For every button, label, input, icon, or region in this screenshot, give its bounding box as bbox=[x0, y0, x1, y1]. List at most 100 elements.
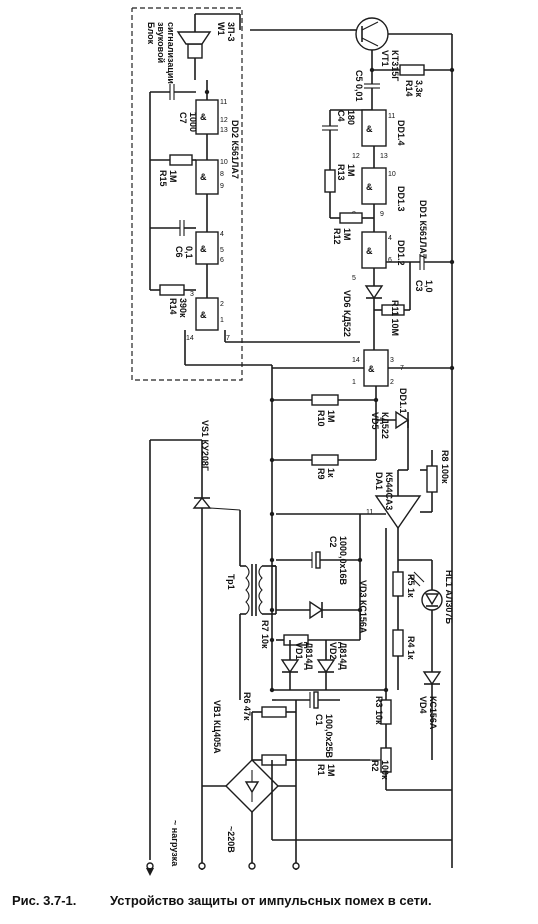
dd1-3-gate: & 10 8 9 DD1.3 bbox=[352, 167, 406, 218]
c1-label: C1 bbox=[314, 714, 324, 726]
capacitor-c2: C2 1000,0х16В bbox=[276, 536, 360, 586]
c6-label: C6 bbox=[174, 246, 184, 258]
gate-symbol: & bbox=[200, 112, 207, 122]
figure-number: Рис. 3.7-1. bbox=[12, 893, 77, 908]
resistor-r5: R5 1к bbox=[392, 560, 416, 630]
resistor-r6: R6 47к bbox=[242, 692, 296, 721]
vd5-label: VD5 bbox=[370, 412, 380, 430]
r14-left-label: R14 bbox=[168, 298, 178, 315]
block-label-line-2: звуковой bbox=[156, 22, 166, 63]
vd2-label: VD2 bbox=[328, 642, 338, 660]
c6-value: 0,1 bbox=[184, 246, 194, 259]
pin-label: 5 bbox=[352, 275, 356, 282]
capacitor-c6: C6 0,1 bbox=[150, 220, 196, 259]
capacitor-c7: C7 1000 bbox=[150, 84, 198, 132]
r4-label: R4 1к bbox=[406, 636, 416, 660]
r1-label: R1 bbox=[316, 764, 326, 776]
r10-label: R10 bbox=[316, 410, 326, 427]
vd5-type: КД522 bbox=[380, 412, 390, 439]
resistor-r9: R9 1к bbox=[272, 454, 376, 480]
dd1-3-label: DD1.3 bbox=[396, 186, 406, 212]
r8-label: R8 100к bbox=[440, 450, 450, 484]
vd6-label: VD6 КД522 bbox=[342, 290, 352, 337]
r10-value: 1М bbox=[326, 410, 336, 423]
c4-label: C4 bbox=[336, 110, 346, 122]
c1-value: 100,0х25В bbox=[324, 714, 334, 759]
figure-caption: Рис. 3.7-1. Устройство защиты от импульс… bbox=[12, 893, 532, 915]
pin-label: 9 bbox=[380, 211, 384, 218]
capacitor-c4: C4 180 bbox=[322, 110, 356, 160]
potentiometer-r2: R2 100к bbox=[370, 747, 392, 790]
gate-symbol: & bbox=[366, 182, 373, 192]
gate-symbol: & bbox=[368, 364, 375, 374]
dd2-gate-middle: & 10 8 9 bbox=[195, 159, 228, 195]
r12-label: R12 bbox=[332, 228, 342, 245]
resistor-r13: R13 1М bbox=[324, 160, 356, 218]
resistor-r14-top: R14 3,3к bbox=[372, 64, 452, 98]
vt1-type: КТ315Г bbox=[390, 50, 400, 81]
r2-label: R2 bbox=[370, 760, 380, 772]
r7-label: R7 10к bbox=[260, 620, 270, 649]
resistor-r14-left: R14 390к bbox=[150, 284, 196, 318]
r11-label: R11 10М bbox=[390, 300, 400, 336]
dd1-2-gate: & 4 6 5 DD1.2 bbox=[352, 231, 406, 282]
sound-alarm-block: Блок звуковой сигнализации bbox=[131, 7, 243, 381]
c2-label: C2 bbox=[328, 536, 338, 548]
c7-label: C7 bbox=[178, 112, 188, 124]
pin-label: 11 bbox=[388, 113, 395, 120]
dd2-gate-lower-1: & 4 5 6 bbox=[195, 231, 224, 265]
pin-label: 1 bbox=[352, 379, 356, 386]
dd2-gate-lower-2: & 3 2 1 14 7 bbox=[186, 291, 230, 342]
zener-vd1: VD1 Д814Д bbox=[280, 640, 314, 690]
pin-label: 8 bbox=[220, 171, 224, 178]
c2-value: 1000,0х16В bbox=[338, 536, 348, 586]
pin-label: 2 bbox=[220, 301, 224, 308]
r2-value: 100к bbox=[380, 760, 390, 780]
resistor-r4: R4 1к bbox=[392, 629, 416, 690]
pin-label: 14 bbox=[352, 357, 360, 364]
pin-label: 7 bbox=[226, 335, 230, 342]
r14-left-value: 390к bbox=[178, 298, 188, 318]
terminals: ~ нагрузка ~220В bbox=[146, 820, 300, 876]
resistor-r8: R8 100к bbox=[420, 450, 450, 513]
da1-label: DA1 bbox=[374, 472, 384, 490]
gate-symbol: & bbox=[366, 246, 373, 256]
pin-label: 12 bbox=[352, 153, 360, 160]
dd1-2-label: DD1.2 bbox=[396, 240, 406, 266]
vb1-label: VB1 КЦ405А bbox=[212, 700, 222, 754]
w1-label: W1 bbox=[216, 22, 226, 36]
pin-label: 5 bbox=[220, 247, 224, 254]
resistor-r10: R10 1М bbox=[311, 386, 377, 460]
c4-value: 180 bbox=[346, 110, 356, 125]
circuit-schematic: Блок звуковой сигнализации W1 3П-3 C7 10… bbox=[131, 7, 455, 876]
comparator-da1: 11 DA1 К544СА3 bbox=[276, 469, 422, 690]
r15-label: R15 bbox=[158, 170, 168, 187]
transformer-tp1: Тр1 bbox=[226, 564, 276, 616]
r15-value: 1М bbox=[168, 170, 178, 183]
block-label-line-1: Блок bbox=[146, 22, 156, 45]
diode-vd6: VD6 КД522 bbox=[342, 268, 384, 350]
tp1-label: Тр1 bbox=[226, 574, 236, 590]
pin-label: 13 bbox=[220, 127, 228, 134]
transistor-vt1: VT1 КТ315Г bbox=[350, 17, 452, 81]
hl1-label: HL1 АЛ307Б bbox=[444, 570, 454, 624]
led-hl1: HL1 АЛ307Б bbox=[409, 560, 454, 650]
r9-label: R9 bbox=[316, 468, 326, 480]
r3-label: R3 10к bbox=[374, 696, 384, 725]
pin-label: 13 bbox=[380, 153, 388, 160]
pin-label: 9 bbox=[220, 183, 224, 190]
vd2-type: Д814Д bbox=[338, 642, 348, 670]
resistor-r3: R3 10к bbox=[374, 690, 392, 748]
gate-symbol: & bbox=[200, 244, 207, 254]
c3-value: 1,0 bbox=[424, 280, 434, 293]
c3-label: C3 bbox=[414, 280, 424, 292]
zener-vd4: VD4 КС156А bbox=[418, 650, 442, 760]
pin-label: 4 bbox=[388, 235, 392, 242]
r6-label: R6 47к bbox=[242, 692, 252, 721]
pin-label: 6 bbox=[220, 257, 224, 264]
pin-label: 6 bbox=[388, 257, 392, 264]
gate-symbol: & bbox=[200, 310, 207, 320]
resistor-r12: R12 1М bbox=[330, 212, 374, 245]
dd2-gate-upper: & 11 12 13 bbox=[195, 99, 228, 135]
c7-value: 1000 bbox=[188, 112, 198, 132]
